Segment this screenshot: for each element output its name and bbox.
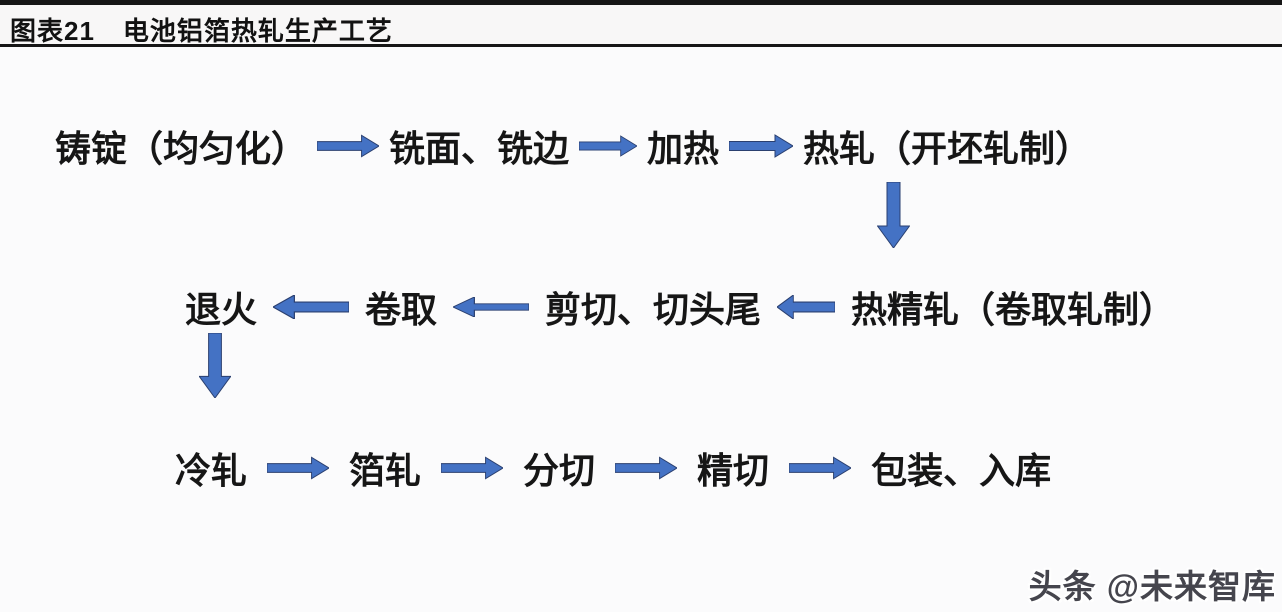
step-packing-warehousing: 包装、入库 (871, 450, 1052, 491)
watermark-text: 头条 @未来智库 (1028, 568, 1276, 605)
figure-title-text: 电池铝箔热轧生产工艺 (122, 16, 393, 46)
step-precision-cutting: 精切 (697, 450, 770, 491)
step-heating: 加热 (647, 128, 720, 169)
flow-row-2: 退火 卷取 剪切、切头尾 热精轧（卷取轧制） (185, 281, 1175, 333)
step-hot-rolling: 热轧（开坯轧制） (803, 128, 1092, 169)
step-slitting: 分切 (523, 450, 596, 491)
arrow-down-icon (199, 333, 231, 398)
arrow-left-icon (453, 297, 530, 317)
arrow-right-icon (729, 134, 794, 158)
flow-row-3: 冷轧 箔轧 分切 精切 包装、入库 (175, 442, 1051, 494)
step-cold-rolling: 冷轧 (175, 450, 248, 491)
arrow-right-icon (441, 456, 504, 480)
arrow-right-icon (317, 134, 380, 158)
step-annealing: 退火 (185, 289, 258, 330)
arrow-right-icon (789, 456, 852, 480)
header-band (0, 5, 1282, 44)
flow-row-1: 铸锭（均匀化） 铣面、铣边 加热 热轧（开坯轧制） (55, 120, 1091, 172)
step-ingot-casting: 铸锭（均匀化） (55, 128, 308, 169)
arrow-down-icon (877, 182, 910, 248)
step-milling: 铣面、铣边 (389, 128, 570, 169)
watermark: 头条 @未来智库 (1029, 560, 1276, 608)
step-hot-finish-rolling: 热精轧（卷取轧制） (851, 289, 1176, 330)
step-shearing-trimming: 剪切、切头尾 (545, 289, 762, 330)
step-coiling: 卷取 (365, 289, 438, 330)
header-bottom-rule (0, 44, 1282, 47)
arrow-right-icon (615, 456, 678, 480)
figure-title: 图表21 电池铝箔热轧生产工艺 (10, 11, 393, 48)
arrow-right-icon (267, 456, 330, 480)
step-foil-rolling: 箔轧 (349, 450, 422, 491)
figure-label: 图表21 (10, 16, 95, 46)
arrow-left-icon (777, 295, 836, 319)
arrow-left-icon (273, 295, 350, 319)
header-top-rule (0, 0, 1282, 5)
arrow-right-icon (579, 135, 638, 157)
